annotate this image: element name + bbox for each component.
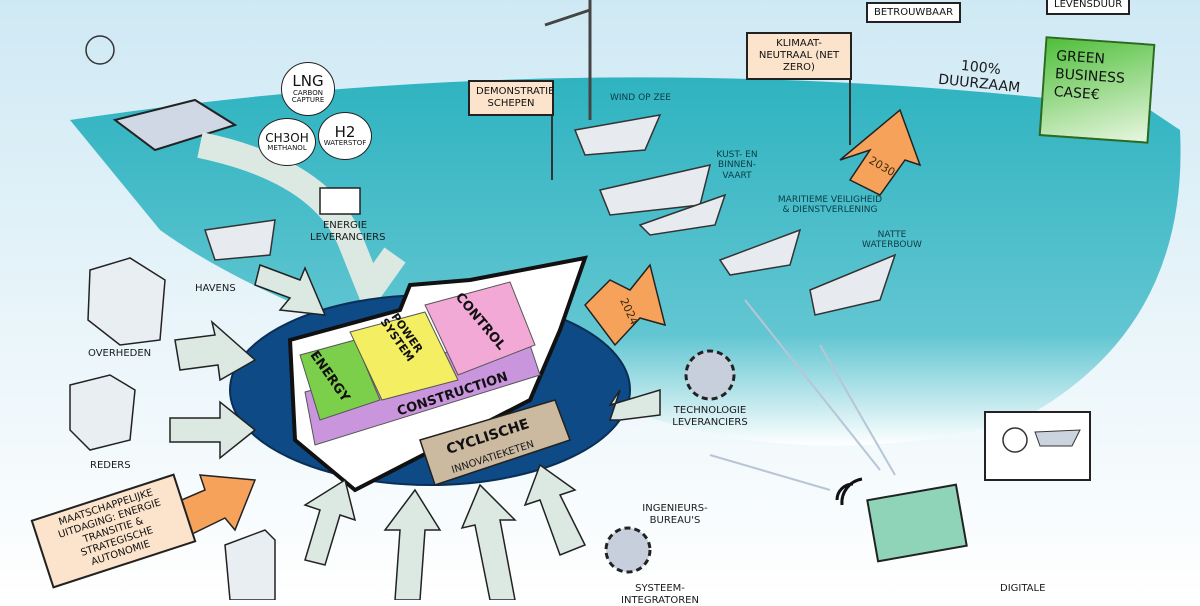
cycle-tag <box>419 399 571 486</box>
demonstratie-sign: Demonstratie schepen <box>468 80 554 116</box>
computer-monitor <box>866 483 968 563</box>
lng-circle: LNG Carbon capture <box>281 62 335 116</box>
energy-flow-arrow <box>197 132 406 317</box>
ingenieursbureaus-label: Ingenieurs-bureau's <box>642 503 708 526</box>
signal-line <box>709 454 831 491</box>
systeemintegratoren-label: Systeem-integratoren <box>621 583 699 606</box>
gear-icon <box>684 349 736 401</box>
methanol-caption: Methanol <box>267 143 307 152</box>
methanol-symbol: CH3OH <box>265 130 309 145</box>
levensduur-bubble: Levensduur <box>1046 0 1131 15</box>
maritieme-label: Maritieme veiligheid & dienstverlening <box>777 195 883 216</box>
klimaat-sign: Klimaat-neutraal (net zero) <box>746 32 852 80</box>
technologie-leveranciers-label: Technologie leveranciers <box>672 405 748 428</box>
sea <box>70 77 1181 446</box>
lng-symbol: LNG <box>292 72 324 91</box>
hydrogen-caption: Waterstof <box>323 139 367 148</box>
havens-label: Havens <box>195 283 236 294</box>
wind-turbine-icon <box>544 0 592 120</box>
reders-label: Reders <box>90 460 131 471</box>
battery-icon <box>319 187 361 215</box>
methanol-circle: CH3OH Methanol <box>258 118 316 166</box>
betrouwbaar-bubble: Betrouwbaar <box>866 2 962 23</box>
sun-icon <box>85 35 115 65</box>
kust-binnenvaart-label: Kust- en binnen-vaart <box>716 150 758 181</box>
natte-waterbouw-label: Natte waterbouw <box>862 230 922 251</box>
stakeholder-arrows <box>169 264 661 600</box>
wireless-icon <box>835 477 863 506</box>
arrow-2030 <box>839 108 922 196</box>
building-icon <box>69 374 136 451</box>
gear-icon <box>604 526 652 574</box>
lng-caption: Carbon capture <box>291 88 325 105</box>
hydrogen-symbol: H2 <box>334 122 356 141</box>
wind-op-zee-label: Wind op zee <box>610 93 671 103</box>
arrow-2024 <box>584 263 667 347</box>
arrow-maatschappelijk <box>168 474 257 536</box>
building-icon <box>224 529 276 600</box>
digital-twin-bubble <box>984 411 1091 481</box>
digitale-label: Digitale <box>1000 583 1046 594</box>
green-business-case-book: Green Business Case€ <box>1038 36 1156 144</box>
ships <box>204 114 897 316</box>
energie-leveranciers-label: Energie leveranciers <box>310 220 386 243</box>
building-icon <box>87 257 166 346</box>
solar-panel-icon <box>112 98 238 152</box>
hydrogen-circle: H2 Waterstof <box>318 112 372 160</box>
overheden-label: Overheden <box>88 348 152 359</box>
